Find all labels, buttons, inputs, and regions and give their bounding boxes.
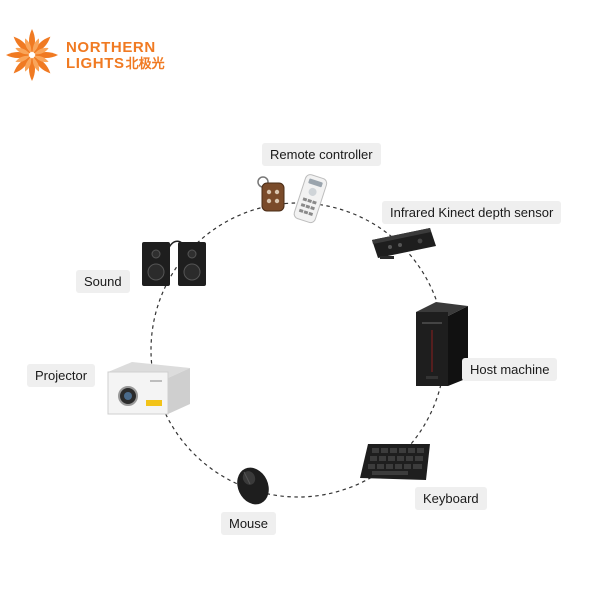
logo-line2-cn: 北极光 xyxy=(125,56,165,71)
remote-controller-icon xyxy=(257,174,328,224)
label-mouse: Mouse xyxy=(221,512,277,535)
logo-line1: NORTHERN xyxy=(66,39,156,56)
keyboard-icon xyxy=(360,444,430,480)
mouse-icon xyxy=(237,467,269,505)
brand-logo: NORTHERN LIGHTS北极光 xyxy=(4,26,174,86)
pc-tower-icon xyxy=(416,302,468,386)
label-sound: Sound xyxy=(76,270,130,293)
projector-icon xyxy=(107,362,190,415)
speakers-icon xyxy=(142,240,206,286)
label-projector: Projector xyxy=(27,364,96,387)
label-host-machine: Host machine xyxy=(462,358,558,381)
logo-line2-en: LIGHTS xyxy=(66,55,125,72)
sunburst-logo-icon xyxy=(6,29,58,81)
label-remote-controller: Remote controller xyxy=(262,143,381,166)
label-infrared-kinect-depth-sensor: Infrared Kinect depth sensor xyxy=(382,201,562,224)
logo-line2: LIGHTS北极光 xyxy=(66,56,165,71)
label-keyboard: Keyboard xyxy=(415,487,487,510)
kinect-sensor-icon xyxy=(372,228,436,259)
